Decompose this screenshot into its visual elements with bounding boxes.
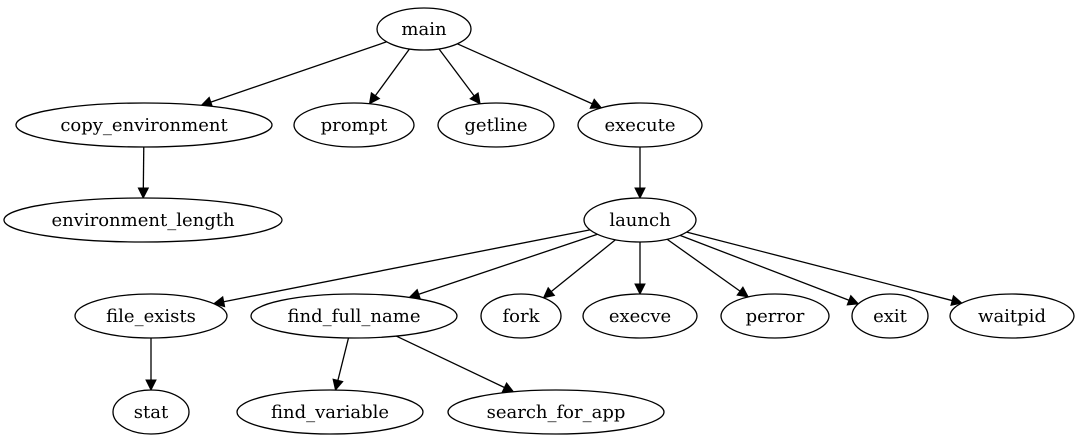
- node-label: main: [401, 19, 447, 40]
- edge-line: [337, 337, 350, 381]
- edge-main-to-copy_environment: [200, 41, 387, 108]
- node-ellipse: [376, 7, 472, 51]
- edge-file_exists-to-stat: [145, 338, 157, 392]
- node-ellipse: [74, 293, 228, 339]
- node-ellipse: [112, 389, 190, 435]
- arrowhead: [332, 378, 344, 392]
- node-label: stat: [134, 402, 169, 423]
- node-label: perror: [746, 306, 805, 327]
- arrowhead: [501, 382, 515, 393]
- node-label: waitpid: [978, 306, 1046, 327]
- arrowhead: [736, 286, 750, 298]
- edge-launch-to-exit: [679, 234, 860, 306]
- edge-line: [686, 231, 953, 302]
- node-ellipse: [15, 102, 273, 148]
- edge-launch-to-execve: [634, 242, 646, 296]
- edge-line: [457, 43, 593, 105]
- node-label: fork: [502, 306, 540, 327]
- node-environment_length: environment_length: [3, 197, 283, 243]
- node-label: environment_length: [51, 210, 235, 231]
- arrowhead: [145, 379, 157, 392]
- node-ellipse: [949, 293, 1075, 339]
- edge-line: [210, 41, 387, 103]
- nodes-layer: main copy_environment prompt getline execute…: [3, 7, 1075, 435]
- arrowhead: [950, 294, 963, 307]
- arrowhead: [469, 91, 481, 105]
- edge-main-to-getline: [438, 48, 481, 105]
- edge-line: [550, 239, 616, 293]
- node-ellipse: [851, 293, 929, 339]
- edge-line: [679, 234, 850, 301]
- node-label: launch: [609, 210, 671, 231]
- node-label: exit: [873, 306, 908, 327]
- node-getline: getline: [437, 102, 555, 148]
- edge-main-to-execute: [457, 43, 603, 109]
- arrowhead: [368, 91, 381, 105]
- node-ellipse: [250, 293, 458, 339]
- edge-launch-to-fork: [542, 239, 616, 299]
- node-ellipse: [582, 293, 698, 339]
- node-ellipse: [293, 102, 415, 148]
- node-label: find_full_name: [288, 306, 421, 327]
- node-search_for_app: search_for_app: [447, 389, 665, 435]
- edge-launch-to-waitpid: [686, 231, 963, 307]
- arrowhead: [137, 187, 150, 200]
- edge-line: [666, 238, 741, 292]
- node-label: getline: [464, 115, 527, 136]
- node-execute: execute: [577, 102, 703, 148]
- node-ellipse: [236, 389, 424, 435]
- node-fork: fork: [480, 293, 562, 339]
- node-prompt: prompt: [293, 102, 415, 148]
- node-label: prompt: [321, 115, 389, 136]
- node-ellipse: [583, 197, 697, 243]
- edge-line: [418, 233, 598, 295]
- node-ellipse: [437, 102, 555, 148]
- node-copy_environment: copy_environment: [15, 102, 273, 148]
- node-launch: launch: [583, 197, 697, 243]
- node-ellipse: [720, 293, 830, 339]
- edge-execute-to-launch: [634, 147, 646, 200]
- arrowhead: [846, 294, 860, 306]
- edges-layer: [137, 41, 963, 393]
- edge-main-to-prompt: [368, 48, 410, 105]
- node-exit: exit: [851, 293, 929, 339]
- node-find_full_name: find_full_name: [250, 293, 458, 339]
- edge-line: [438, 48, 475, 97]
- arrowhead: [589, 98, 603, 109]
- node-waitpid: waitpid: [949, 293, 1075, 339]
- edge-line: [223, 229, 591, 303]
- node-label: copy_environment: [60, 115, 228, 136]
- node-stat: stat: [112, 389, 190, 435]
- arrowhead: [634, 283, 646, 296]
- node-main: main: [376, 7, 472, 51]
- node-find_variable: find_variable: [236, 389, 424, 435]
- edge-launch-to-find_full_name: [408, 233, 598, 300]
- node-ellipse: [447, 389, 665, 435]
- edge-line: [395, 335, 505, 389]
- node-label: execve: [609, 306, 671, 327]
- node-ellipse: [480, 293, 562, 339]
- node-ellipse: [3, 197, 283, 243]
- edge-line: [374, 48, 410, 97]
- edge-find_full_name-to-search_for_app: [395, 335, 515, 393]
- node-file_exists: file_exists: [74, 293, 228, 339]
- arrowhead: [542, 286, 556, 299]
- node-label: find_variable: [271, 402, 389, 423]
- node-ellipse: [577, 102, 703, 148]
- edge-launch-to-perror: [666, 238, 750, 298]
- edge-find_full_name-to-find_variable: [332, 337, 350, 392]
- arrowhead: [634, 187, 646, 200]
- node-execve: execve: [582, 293, 698, 339]
- node-label: execute: [604, 115, 675, 136]
- node-label: search_for_app: [487, 402, 626, 423]
- node-perror: perror: [720, 293, 830, 339]
- edge-copy_environment-to-environment_length: [137, 146, 150, 200]
- node-label: file_exists: [106, 306, 196, 327]
